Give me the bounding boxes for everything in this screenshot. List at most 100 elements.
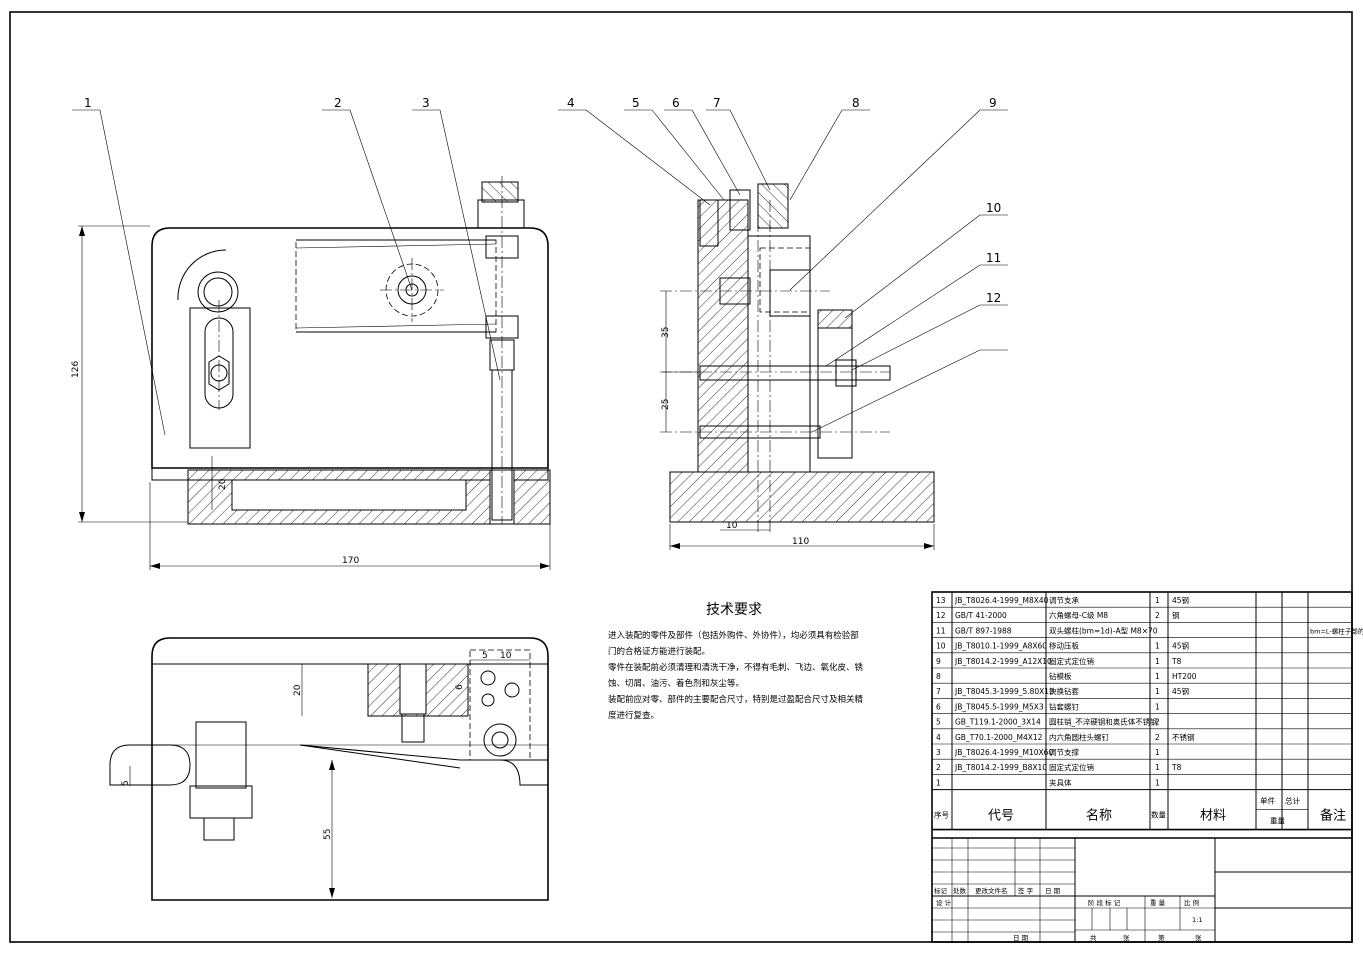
leader-9: 9 (989, 96, 997, 110)
tb-sheet2: 张 (1195, 933, 1202, 942)
dim-top-20: 20 (293, 684, 303, 696)
sheet-border (9, 11, 1353, 943)
bom-row-name: 内六角圆柱头螺钉 (1049, 732, 1109, 742)
bom-row-code: JB_T8045.3-1999_5.80X12 (954, 687, 1054, 696)
bom-row-qty: 1 (1155, 596, 1160, 605)
tb-stage: 阶 段 标 记 (1088, 898, 1121, 907)
bom-header-total: 总计 (1285, 796, 1301, 806)
tb-count: 处数 (953, 886, 967, 895)
bom-row-no: 4 (936, 733, 941, 742)
bom-row-no: 2 (936, 763, 941, 772)
leader-8: 8 (852, 96, 860, 110)
dim-side-110: 110 (792, 537, 809, 547)
dim-top-55: 55 (323, 829, 333, 840)
bom-row-code: GB_T119.1-2000_3X14 (955, 718, 1041, 727)
tb-sign: 签 字 (1018, 886, 1034, 895)
bom-row-no: 6 (936, 702, 941, 711)
bom-header-qty: 数量 (1151, 810, 1167, 820)
bom-row-qty: 1 (1155, 657, 1160, 666)
dim-front-small: 20 (218, 478, 228, 490)
tb-file: 更改文件名 (975, 886, 1008, 895)
leaders-side: 4 5 6 7 8 9 10 11 12 (558, 96, 1008, 433)
side-view: 35 25 110 10 (660, 183, 935, 550)
bom-header-note: 备注 (1320, 808, 1346, 824)
bom-row-material: 45钢 (1172, 595, 1189, 605)
bom-header-material: 材料 (1200, 809, 1226, 824)
bom-row-no: 3 (936, 748, 941, 757)
tb-date: 日 期 (1045, 887, 1061, 895)
dim-side-10: 10 (726, 521, 738, 531)
bom-row-code: JB_T8045.5-1999_M5X3 (954, 702, 1044, 711)
dim-front-width: 170 (342, 556, 359, 566)
bom-header-no: 序号 (934, 810, 949, 820)
bom-row-name: 夹具体 (1049, 777, 1072, 787)
tb-weight: 重 量 (1150, 899, 1166, 907)
bom-row-material: HT200 (1172, 672, 1197, 681)
bom-row-code: JB_T8014.2-1999_B8X10 (954, 763, 1047, 772)
tb-sheet: 张 (1123, 933, 1130, 942)
bom-row-no: 11 (936, 626, 946, 635)
top-view: 20 5 10 6 5 55 (109, 637, 549, 901)
bom-row-no: 13 (936, 596, 946, 605)
requirement-line-3: 零件在装配前必须清理和清洗干净，不得有毛刺、飞边、氧化皮、锈 (608, 662, 864, 673)
bom-row-no: 12 (936, 611, 946, 620)
leader-3: 3 (422, 96, 430, 110)
dim-top-5a: 5 (482, 651, 488, 661)
bom-row-no: 7 (936, 687, 941, 696)
bom-row-no: 9 (936, 657, 941, 666)
technical-requirements: 技术要求 进入装配的零件及部件（包括外购件、外协件），均必须具有检验部 门的合格… (608, 602, 864, 721)
leader-5: 5 (632, 96, 640, 110)
leader-4: 4 (567, 96, 575, 110)
bom-row-material: T8 (1171, 657, 1182, 666)
leaders-front: 1 2 3 (72, 96, 501, 436)
bom-row-name: 固定式定位销 (1049, 656, 1094, 666)
bom-row-code: GB/T 41-2000 (955, 611, 1007, 620)
bom-row-qty: 2 (1155, 611, 1160, 620)
dim-side-25: 25 (661, 399, 671, 410)
bom-row-qty: 1 (1155, 748, 1160, 757)
requirement-line-6: 度进行复查。 (608, 710, 659, 721)
bom-row-qty: 1 (1155, 672, 1160, 681)
dim-top-6: 6 (455, 684, 465, 690)
bom-row-qty: 1 (1155, 778, 1160, 787)
tb-mark: 标记 (934, 886, 948, 895)
leader-2: 2 (334, 96, 342, 110)
leader-11: 11 (986, 251, 1001, 265)
bom-row-code: JB_T8026.4-1999_M8X40 (954, 596, 1049, 605)
bom-row-qty: 2 (1155, 733, 1160, 742)
bom-row-qty: 2 (1155, 718, 1160, 727)
leader-10: 10 (986, 201, 1001, 215)
dim-top-10: 10 (500, 651, 512, 661)
dim-front-height: 126 (71, 361, 81, 378)
bom-row-name: 双头螺柱(bm=1d)-A型 M8×70 (1049, 625, 1158, 635)
bom-row-name: 六角螺母-C级 M8 (1049, 610, 1108, 620)
leader-12: 12 (986, 291, 1001, 305)
tb-scale: 1:1 (1192, 916, 1202, 924)
bom-row-name: 钻模板 (1049, 671, 1072, 681)
bom-header-weight: 重量 (1270, 817, 1286, 826)
bom-row-code: JB_T8010.1-1999_A8X60 (954, 642, 1047, 651)
bom-row-qty: 1 (1155, 763, 1160, 772)
bom-row-code: JB_T8014.2-1999_A12X10 (954, 657, 1052, 666)
requirements-title: 技术要求 (706, 602, 762, 618)
bom-row-material: 45钢 (1172, 686, 1189, 696)
bom-row-name: 圆柱销_不淬硬钢和奥氏体不锈钢 (1049, 717, 1158, 727)
bom-row-name: 钻套螺钉 (1049, 701, 1079, 711)
bom-row-code: GB/T 897-1988 (955, 626, 1012, 635)
tb-date2: 日 期 (1013, 934, 1029, 942)
requirement-line-4: 蚀、切屑、油污、着色剂和灰尘等。 (608, 678, 744, 689)
bom-row-name: 移动压板 (1049, 641, 1079, 651)
bom-row-material: 45钢 (1172, 641, 1189, 651)
bom-row-qty: 1 (1155, 687, 1160, 696)
bom-row-no: 1 (936, 778, 941, 787)
dim-top-5b: 5 (121, 780, 131, 786)
tb-design: 设 计 (936, 898, 952, 907)
tb-scale-label: 比 例 (1184, 898, 1199, 907)
requirement-line-2: 门的合格证方能进行装配。 (608, 646, 710, 657)
title-block: 标记 处数 更改文件名 签 字 日 期 设 计 阶 段 标 记 重 量 比 例 … (932, 837, 1352, 942)
requirement-line-1: 进入装配的零件及部件（包括外购件、外协件），均必须具有检验部 (608, 630, 859, 641)
bom-row-qty: 1 (1155, 642, 1160, 651)
bom-row-code: JB_T8026.4-1999_M10X60 (954, 748, 1053, 757)
bom-row-material: 钢 (1172, 610, 1180, 620)
